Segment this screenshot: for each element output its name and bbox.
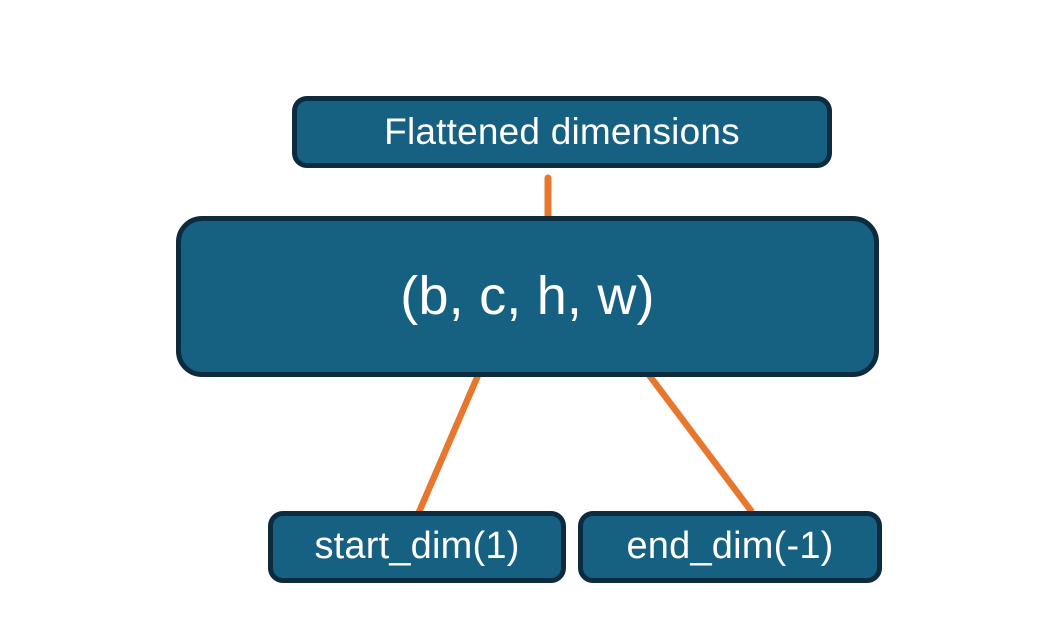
flattened-dimensions-box[interactable]: Flattened dimensions bbox=[292, 96, 832, 168]
start-dim-box[interactable]: start_dim(1) bbox=[268, 511, 566, 583]
end-dim-label: end_dim(-1) bbox=[626, 525, 834, 567]
end-dim-box[interactable]: end_dim(-1) bbox=[578, 511, 882, 583]
start-dim-label: start_dim(1) bbox=[314, 525, 520, 567]
tensor-shape-label: (b, c, h, w) bbox=[400, 265, 655, 326]
flattened-dimensions-label: Flattened dimensions bbox=[384, 110, 740, 152]
tensor-shape-box[interactable]: (b, c, h, w) bbox=[176, 216, 879, 377]
